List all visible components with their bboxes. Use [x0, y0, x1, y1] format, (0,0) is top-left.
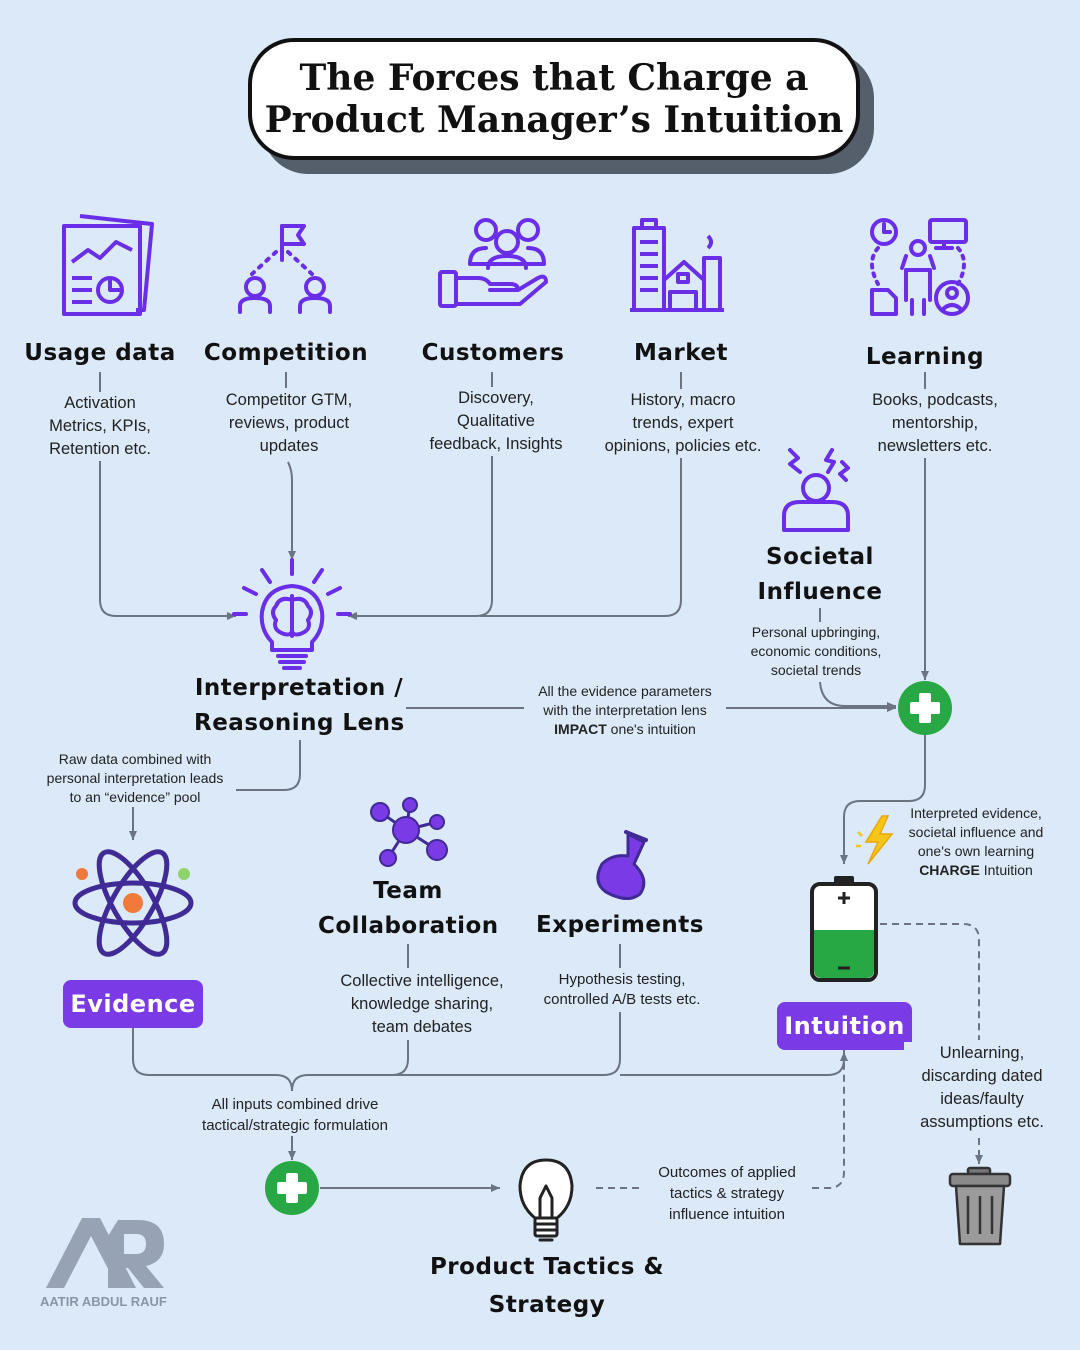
charge-note: Interpreted evidence, societal influence…: [898, 804, 1054, 880]
usage-title: Usage data: [24, 340, 176, 366]
logo-name: AATIR ABDUL RAUF: [40, 1294, 167, 1309]
connector-battery-to-trash: [880, 923, 979, 1164]
inputs-note: All inputs combined drive tactical/strat…: [184, 1094, 406, 1136]
learning-desc: Books, podcasts, mentorship, newsletters…: [858, 389, 1012, 458]
connector-intuition-to-merge: [620, 1048, 845, 1076]
impact-keyword: IMPACT: [554, 721, 607, 737]
title-line-1: The Forces that Charge a: [299, 57, 809, 99]
experiments-title: Experiments: [536, 912, 704, 938]
connector-plus-to-battery: [840, 735, 926, 864]
brain-lightbulb-icon: [232, 558, 352, 670]
intuition-pill: Intuition: [777, 1002, 912, 1050]
raw-data-note: Raw data combined with personal interpre…: [34, 750, 236, 807]
connector-evidence-to-merge: [132, 1028, 293, 1092]
battery-icon: [810, 876, 878, 982]
charge-keyword: CHARGE: [919, 862, 980, 878]
unlearning-note: Unlearning, discarding dated ideas/fault…: [904, 1042, 1060, 1134]
plus-circle-icon: [898, 681, 952, 735]
connector-competition-to-lens: [286, 372, 292, 560]
team-title: Team Collaboration: [318, 878, 499, 939]
societal-desc: Personal upbringing, economic conditions…: [738, 623, 894, 680]
evidence-pill: Evidence: [63, 980, 203, 1028]
lightbulb-icon: [518, 1158, 574, 1242]
societal-title: Societal Influence: [757, 544, 883, 605]
connector-usage-to-lens: [99, 372, 236, 620]
connector-market-to-lens: [480, 372, 682, 617]
buildings-icon: [630, 218, 724, 312]
competition-icon: [238, 224, 332, 314]
plus-circle-icon: [265, 1161, 319, 1215]
connector-product-to-intuition: [596, 1052, 848, 1189]
market-title: Market: [633, 340, 729, 366]
connector-societal-to-plus: [819, 608, 896, 706]
product-title: Product Tactics & Strategy: [429, 1254, 665, 1318]
title-box: The Forces that Charge a Product Manager…: [248, 38, 860, 160]
learning-title: Learning: [865, 344, 985, 370]
outcomes-note: Outcomes of applied tactics & strategy i…: [644, 1162, 810, 1225]
trash-icon: [948, 1166, 1012, 1246]
experiments-desc: Hypothesis testing, controlled A/B tests…: [528, 970, 716, 1010]
lightning-icon: [856, 815, 894, 865]
usage-desc: Activation Metrics, KPIs, Retention etc.: [30, 392, 170, 461]
atom-icon: [72, 849, 194, 957]
report-icon: [62, 214, 154, 316]
impact-note: All the evidence parameters with the int…: [524, 682, 726, 739]
title-line-2: Product Manager’s Intuition: [264, 99, 844, 141]
lens-title: Interpretation / Reasoning Lens: [194, 675, 405, 736]
market-desc: History, macro trends, expert opinions, …: [588, 389, 778, 458]
customers-icon: [438, 218, 548, 308]
customers-title: Customers: [421, 340, 565, 366]
connector-experiments-to-merge: [308, 944, 621, 1076]
learning-icon: [870, 218, 970, 316]
connector-customers-to-lens: [348, 372, 493, 620]
network-icon: [370, 797, 448, 867]
logo-mark: [46, 1218, 164, 1288]
flask-icon: [596, 830, 648, 900]
competition-title: Competition: [203, 340, 369, 366]
customers-desc: Discovery, Qualitative feedback, Insight…: [414, 387, 578, 456]
stressed-person-icon: [782, 448, 850, 532]
competition-desc: Competitor GTM, reviews, product updates: [210, 389, 368, 458]
team-desc: Collective intelligence, knowledge shari…: [324, 970, 520, 1039]
